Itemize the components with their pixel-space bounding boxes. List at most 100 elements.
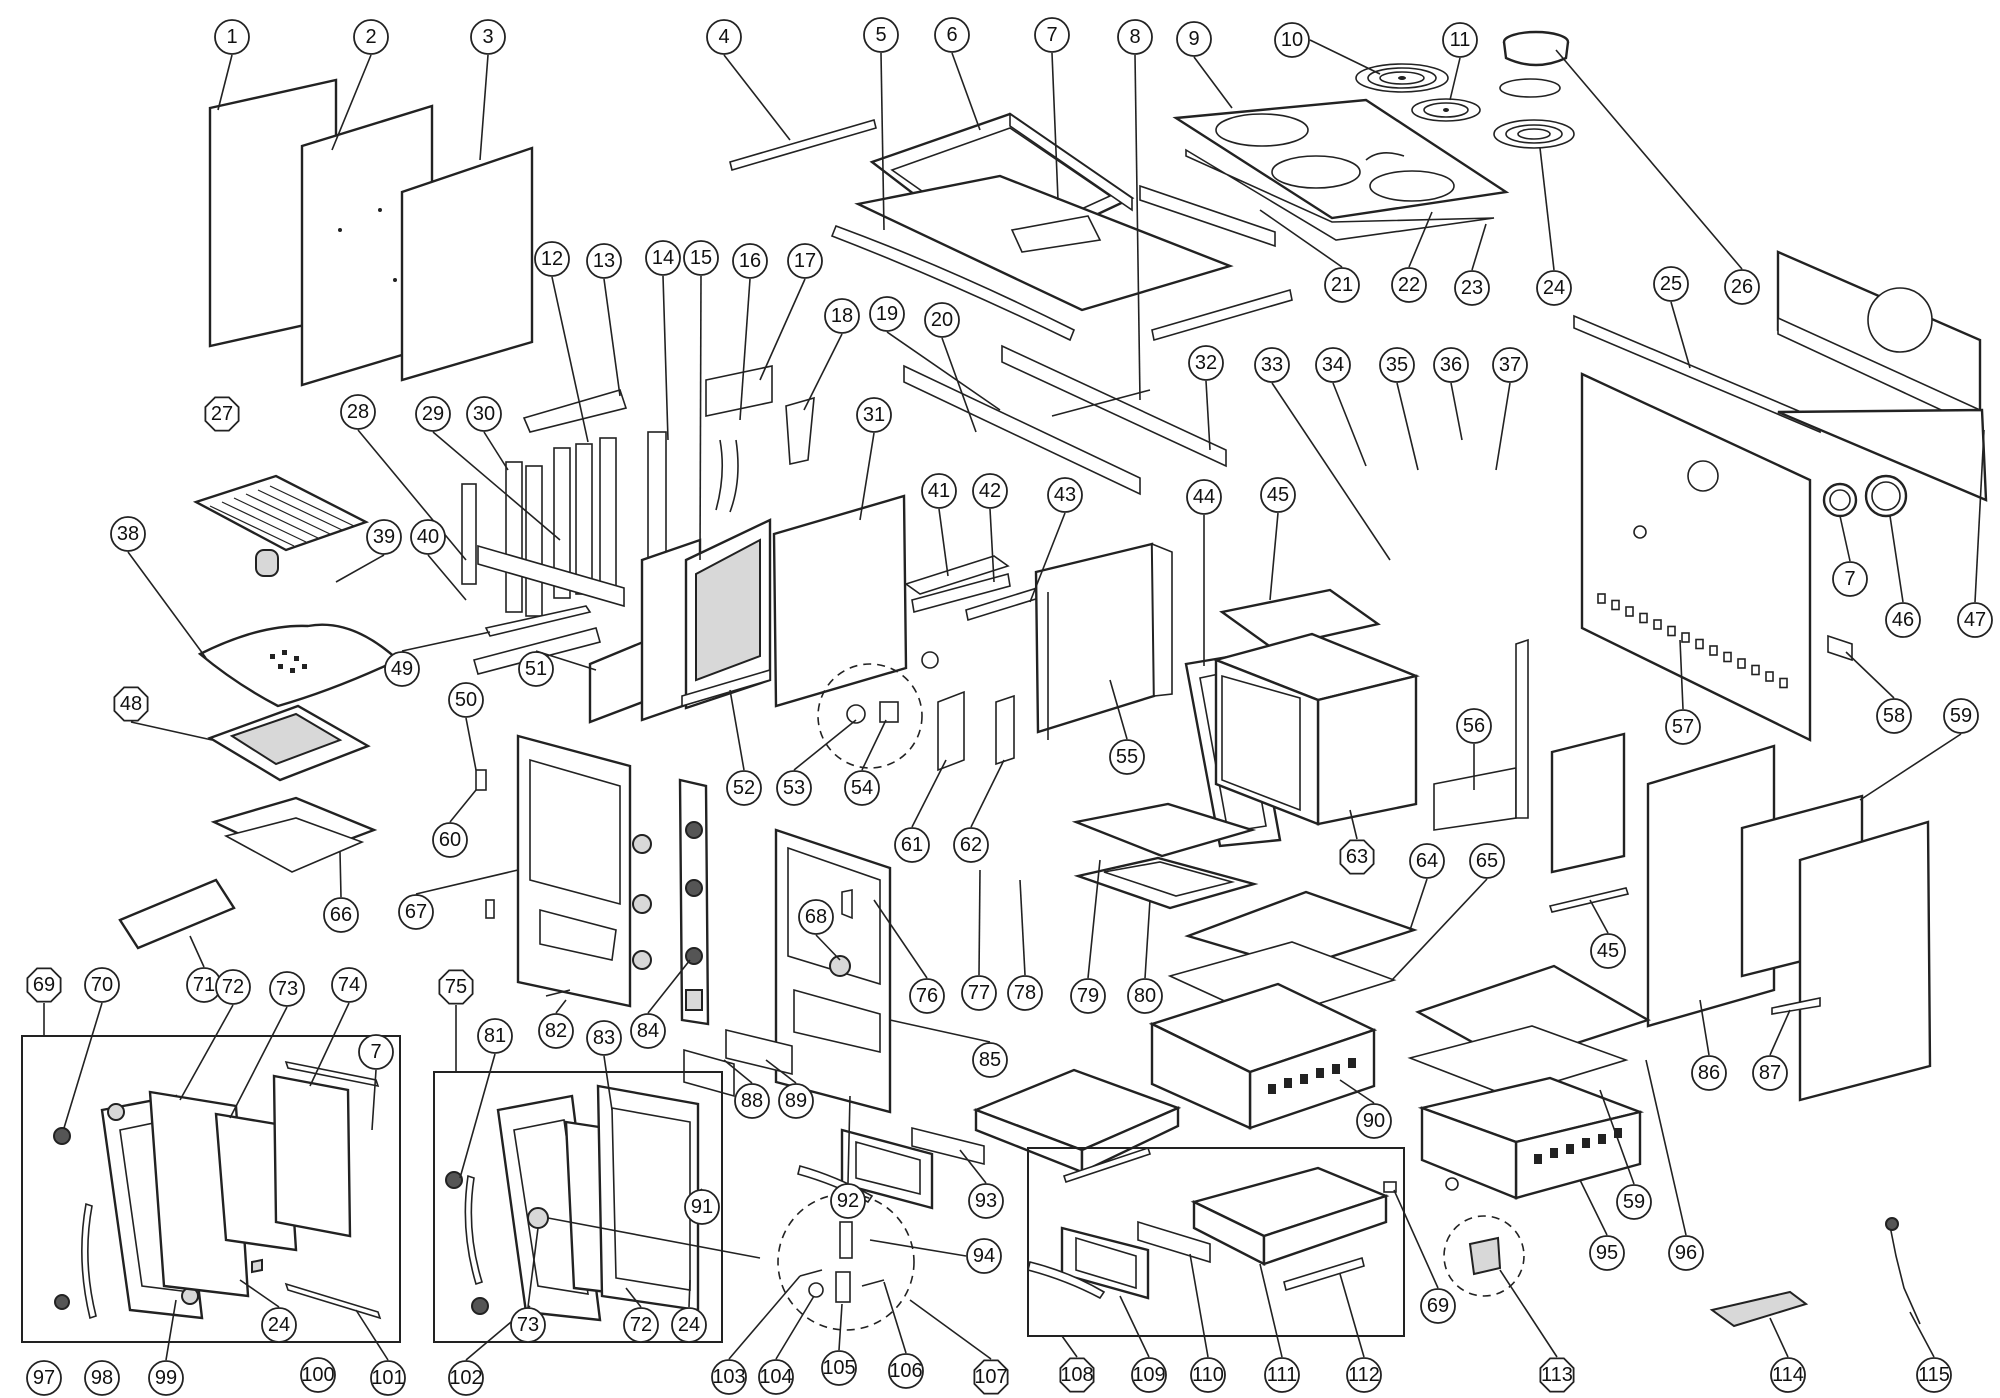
callout-bubble bbox=[1469, 843, 1505, 879]
callout-number: 112 bbox=[1348, 1364, 1380, 1386]
oven-door-frame bbox=[774, 828, 892, 1114]
callout-number: 24 bbox=[268, 1314, 290, 1336]
callout-89: 89 bbox=[778, 1083, 814, 1119]
callout-55: 55 bbox=[1109, 739, 1145, 775]
callout-number: 18 bbox=[831, 305, 853, 327]
callout-number: 82 bbox=[545, 1020, 567, 1042]
callout-bubble bbox=[1957, 602, 1993, 638]
hotplate-right bbox=[1493, 78, 1575, 149]
callout-25: 25 bbox=[1653, 266, 1689, 302]
callout-58: 58 bbox=[1876, 698, 1912, 734]
callout-number: 86 bbox=[1698, 1062, 1720, 1084]
callout-number: 108 bbox=[1060, 1364, 1093, 1386]
callout-number: 16 bbox=[739, 250, 761, 272]
callout-53: 53 bbox=[776, 770, 812, 806]
callout-bubble bbox=[1492, 347, 1528, 383]
callout-bubble bbox=[466, 396, 502, 432]
callout-20: 20 bbox=[924, 302, 960, 338]
callout-number: 92 bbox=[837, 1190, 859, 1212]
callout-bubble bbox=[26, 967, 62, 1003]
callout-79: 79 bbox=[1070, 978, 1106, 1014]
callout-113: 113 bbox=[1539, 1357, 1575, 1393]
callout-number: 24 bbox=[678, 1314, 700, 1336]
ash-tool bbox=[1709, 1290, 1809, 1328]
callout-bubble bbox=[645, 240, 681, 276]
hob-plate bbox=[1172, 98, 1510, 241]
callout-77: 77 bbox=[961, 975, 997, 1011]
callout-bubble bbox=[300, 1357, 336, 1393]
callout-bubble bbox=[353, 19, 389, 55]
callout-85: 85 bbox=[972, 1042, 1008, 1078]
callout-17: 17 bbox=[787, 243, 823, 279]
callout-48: 48 bbox=[113, 686, 149, 722]
callout-bubble bbox=[778, 1083, 814, 1119]
callout-number: 8 bbox=[1129, 26, 1140, 48]
callout-75: 75 bbox=[438, 969, 474, 1005]
rear-rail bbox=[1151, 288, 1293, 342]
top-rail bbox=[729, 118, 877, 172]
callout-number: 33 bbox=[1261, 354, 1283, 376]
hinge-detail bbox=[777, 1193, 915, 1331]
drawer-base-plates bbox=[1407, 964, 1651, 1097]
oven-side-panel bbox=[1034, 542, 1173, 740]
callout-number: 22 bbox=[1398, 274, 1420, 296]
callout-16: 16 bbox=[732, 243, 768, 279]
callout-bubble bbox=[961, 975, 997, 1011]
callout-69: 69 bbox=[26, 967, 62, 1003]
callout-bubble bbox=[888, 1353, 924, 1389]
callout-bubble bbox=[934, 17, 970, 53]
callout-73: 73 bbox=[269, 971, 305, 1007]
callout-number: 99 bbox=[155, 1367, 177, 1389]
callout-bubble bbox=[1117, 19, 1153, 55]
callout-33: 33 bbox=[1254, 347, 1290, 383]
callout-62: 62 bbox=[953, 827, 989, 863]
callout-number: 14 bbox=[652, 247, 674, 269]
callout-52: 52 bbox=[726, 770, 762, 806]
callout-number: 44 bbox=[1193, 486, 1215, 508]
firebox-top-baffle bbox=[522, 365, 773, 433]
callout-bubble bbox=[261, 1307, 297, 1343]
callout-number: 94 bbox=[973, 1245, 995, 1267]
callout-number: 2 bbox=[365, 26, 376, 48]
callout-number: 77 bbox=[968, 982, 990, 1004]
callout-38: 38 bbox=[110, 516, 146, 552]
callout-number: 60 bbox=[439, 829, 461, 851]
callout-number: 89 bbox=[785, 1090, 807, 1112]
flue-damper bbox=[817, 651, 939, 769]
callout-8: 8 bbox=[1117, 19, 1153, 55]
callout-bubble bbox=[1034, 17, 1070, 53]
callout-number: 19 bbox=[876, 303, 898, 325]
callout-90: 90 bbox=[1356, 1103, 1392, 1139]
callout-bubble bbox=[972, 473, 1008, 509]
callout-39: 39 bbox=[366, 519, 402, 555]
callout-bubble bbox=[84, 967, 120, 1003]
callout-number: 28 bbox=[347, 401, 369, 423]
callout-64: 64 bbox=[1409, 843, 1445, 879]
callout-bubble bbox=[323, 897, 359, 933]
callout-bubble bbox=[844, 770, 880, 806]
callout-number: 11 bbox=[1450, 29, 1471, 51]
callout-bubble bbox=[1190, 1357, 1226, 1393]
callout-number: 90 bbox=[1363, 1110, 1385, 1132]
callout-number: 29 bbox=[422, 403, 444, 425]
callout-bubble bbox=[1346, 1357, 1382, 1393]
callout-bubble bbox=[1356, 1103, 1392, 1139]
callout-bubble bbox=[470, 19, 506, 55]
callout-21: 21 bbox=[1324, 267, 1360, 303]
spigot-cover bbox=[1864, 474, 1908, 518]
callout-30: 30 bbox=[466, 396, 502, 432]
callout-number: 74 bbox=[338, 974, 360, 996]
callout-number: 4 bbox=[718, 26, 729, 48]
callout-number: 25 bbox=[1660, 273, 1682, 295]
callout-bubble bbox=[894, 827, 930, 863]
callout-18: 18 bbox=[824, 298, 860, 334]
callout-70: 70 bbox=[84, 967, 120, 1003]
callout-49: 49 bbox=[384, 651, 420, 687]
callout-number: 63 bbox=[1346, 846, 1368, 868]
callout-number: 10 bbox=[1281, 29, 1303, 51]
callout-41: 41 bbox=[921, 473, 957, 509]
callout-115: 115 bbox=[1916, 1357, 1952, 1393]
callout-bubble bbox=[1059, 1357, 1095, 1393]
callout-24: 24 bbox=[261, 1307, 297, 1343]
callout-bubble bbox=[776, 770, 812, 806]
